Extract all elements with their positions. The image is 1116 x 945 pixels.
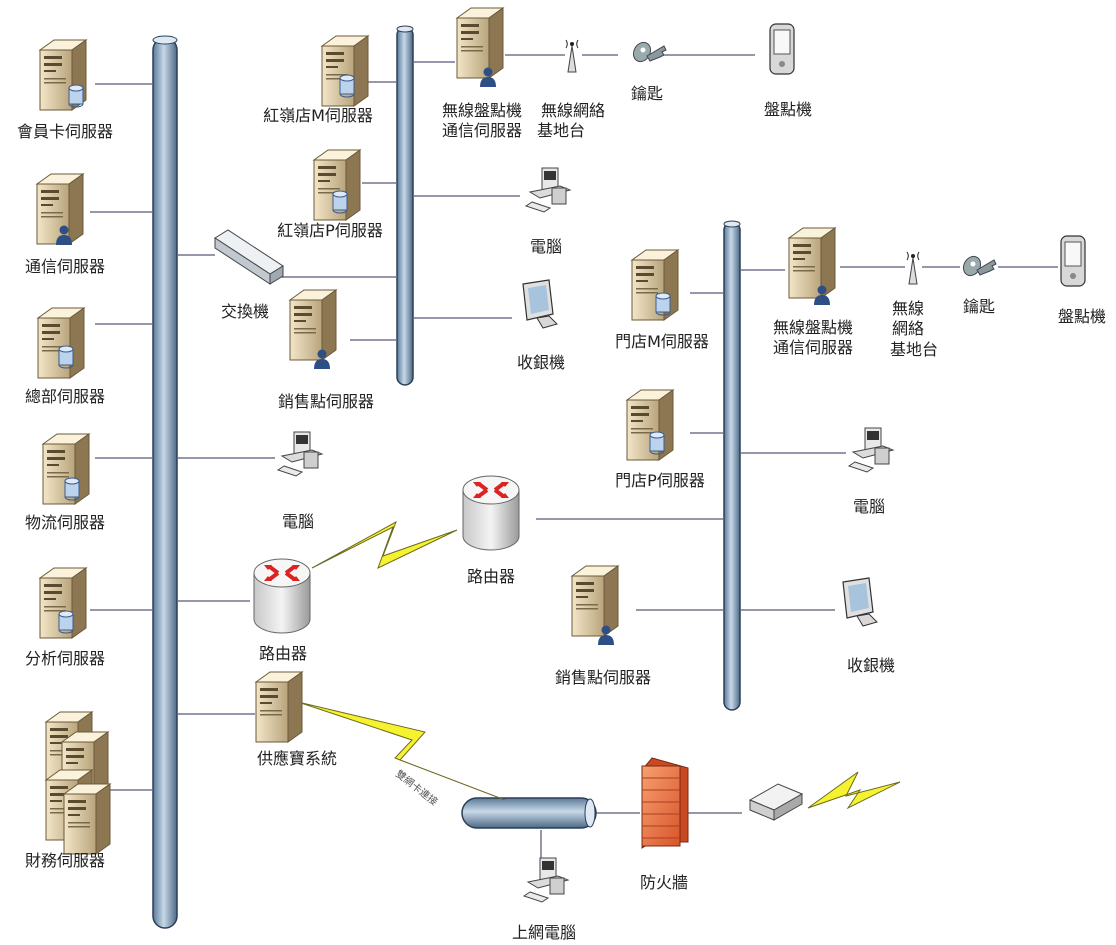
member-card-server-label: 會員卡伺服器 (17, 122, 113, 141)
hq-key-label: 鑰匙 (631, 84, 663, 103)
store-m-server-label: 門店M伺服器 (615, 332, 709, 351)
dual-nic-link-bolt (297, 701, 506, 801)
handheld-icon (1060, 235, 1086, 287)
computer-icon (525, 167, 571, 213)
hq-computer: 電腦 (277, 431, 323, 531)
store-router: 路由器 (461, 474, 521, 586)
firewall-label: 防火牆 (640, 873, 688, 892)
hongling-m-server-label: 紅嶺店M伺服器 (263, 106, 373, 125)
member-card-server: 會員卡伺服器 (17, 39, 113, 141)
hq-server-label: 總部伺服器 (25, 387, 105, 406)
store-cashier: 收銀機 (842, 577, 895, 675)
antenna-icon (906, 251, 920, 285)
router-icon (252, 557, 312, 635)
store-key: 鑰匙 (959, 252, 997, 316)
key-icon (959, 252, 997, 280)
hq-cashier-label: 收銀機 (517, 353, 565, 372)
modem (748, 783, 804, 821)
store-router-label: 路由器 (467, 567, 515, 586)
logistics-server-label: 物流伺服器 (25, 513, 105, 532)
store-p-server: 門店P伺服器 (615, 389, 705, 490)
store-wireless-server-label-1: 無線盤點機 (773, 318, 853, 337)
web-computer-label: 上網電腦 (512, 923, 576, 942)
store-m-server: 門店M伺服器 (615, 249, 709, 351)
hq-wireless-server-label-1: 無線盤點機 (442, 101, 522, 120)
hq-cashier: 收銀機 (517, 279, 565, 372)
hongling-m-server: 紅嶺店M伺服器 (263, 35, 373, 125)
connection-lines (90, 54, 1058, 860)
finance-server-cluster: 財務伺服器 (25, 711, 111, 870)
store-handheld-label: 盤點機 (1058, 307, 1106, 326)
hq-computer-label: 電腦 (282, 512, 314, 531)
hq-base-station-label-2: 基地台 (537, 121, 585, 140)
store-pos-server-label: 銷售點伺服器 (555, 668, 651, 687)
external-link-bolt (807, 771, 901, 810)
comm-server: 通信伺服器 (25, 173, 105, 276)
hq-wireless-server-label-2: 通信伺服器 (442, 121, 522, 140)
store-handheld-terminal: 盤點機 (1058, 235, 1106, 326)
antenna-icon (565, 39, 579, 73)
hq-wireless-comm-server: 無線盤點機 通信伺服器 (442, 7, 522, 140)
computer-icon (277, 431, 323, 477)
hq-base-station: 無線網絡 基地台 (537, 39, 605, 140)
hq-base-station-label-1: 無線網絡 (541, 101, 605, 120)
monitor-icon (522, 279, 558, 329)
hq-key: 鑰匙 (629, 38, 667, 103)
handheld-icon (769, 23, 795, 75)
switch-label: 交換機 (221, 302, 269, 321)
key-icon (629, 38, 667, 66)
hq-handheld-label: 盤點機 (764, 100, 812, 119)
hq-router: 路由器 (252, 557, 312, 663)
hq-pos-server-label: 銷售點伺服器 (278, 392, 374, 411)
hq-server: 總部伺服器 (25, 307, 105, 406)
backbone-bus-main (152, 35, 178, 929)
hq-segment-computer: 電腦 (525, 167, 571, 256)
store-base-station-label-2: 網絡 (892, 319, 924, 338)
hongling-p-server: 紅嶺店P伺服器 (277, 149, 383, 240)
web-computer: 上網電腦 (512, 857, 576, 942)
store-key-label: 鑰匙 (963, 297, 995, 316)
hq-handheld-terminal: 盤點機 (764, 23, 812, 119)
store-wireless-server-label-2: 通信伺服器 (773, 338, 853, 357)
supply-system-label: 供應寶系統 (257, 749, 337, 768)
store-cashier-label: 收銀機 (847, 656, 895, 675)
wan-link-bolt (311, 520, 458, 569)
hq-segment-computer-label: 電腦 (530, 237, 562, 256)
backbone-bus-hq-store (396, 25, 414, 386)
store-base-station-label-3: 基地台 (890, 340, 938, 359)
store-pos-server: 銷售點伺服器 (555, 565, 651, 687)
logistics-server: 物流伺服器 (25, 433, 105, 532)
analysis-server-label: 分析伺服器 (25, 649, 105, 668)
computer-icon (848, 427, 894, 473)
monitor-icon (842, 577, 878, 627)
backbone-bus-store (723, 220, 741, 711)
analysis-server: 分析伺服器 (25, 567, 105, 668)
firewall: 防火牆 (640, 757, 689, 892)
store-p-server-label: 門店P伺服器 (615, 471, 705, 490)
supply-system-server: 供應寶系統 (255, 671, 337, 768)
store-base-station: 無線 網絡 基地台 (890, 251, 938, 359)
store-computer: 電腦 (848, 427, 894, 516)
store-computer-label: 電腦 (853, 497, 885, 516)
store-base-station-label-1: 無線 (892, 299, 924, 318)
comm-server-label: 通信伺服器 (25, 257, 105, 276)
router-icon (461, 474, 521, 552)
finance-server-label: 財務伺服器 (25, 851, 105, 870)
switch: 交換機 (214, 229, 284, 321)
hq-router-label: 路由器 (259, 644, 307, 663)
store-wireless-comm-server: 無線盤點機 通信伺服器 (773, 227, 853, 357)
hq-pos-server: 銷售點伺服器 (278, 289, 374, 411)
computer-icon (523, 857, 569, 903)
internet-bus (461, 797, 597, 829)
hongling-p-server-label: 紅嶺店P伺服器 (277, 221, 383, 240)
